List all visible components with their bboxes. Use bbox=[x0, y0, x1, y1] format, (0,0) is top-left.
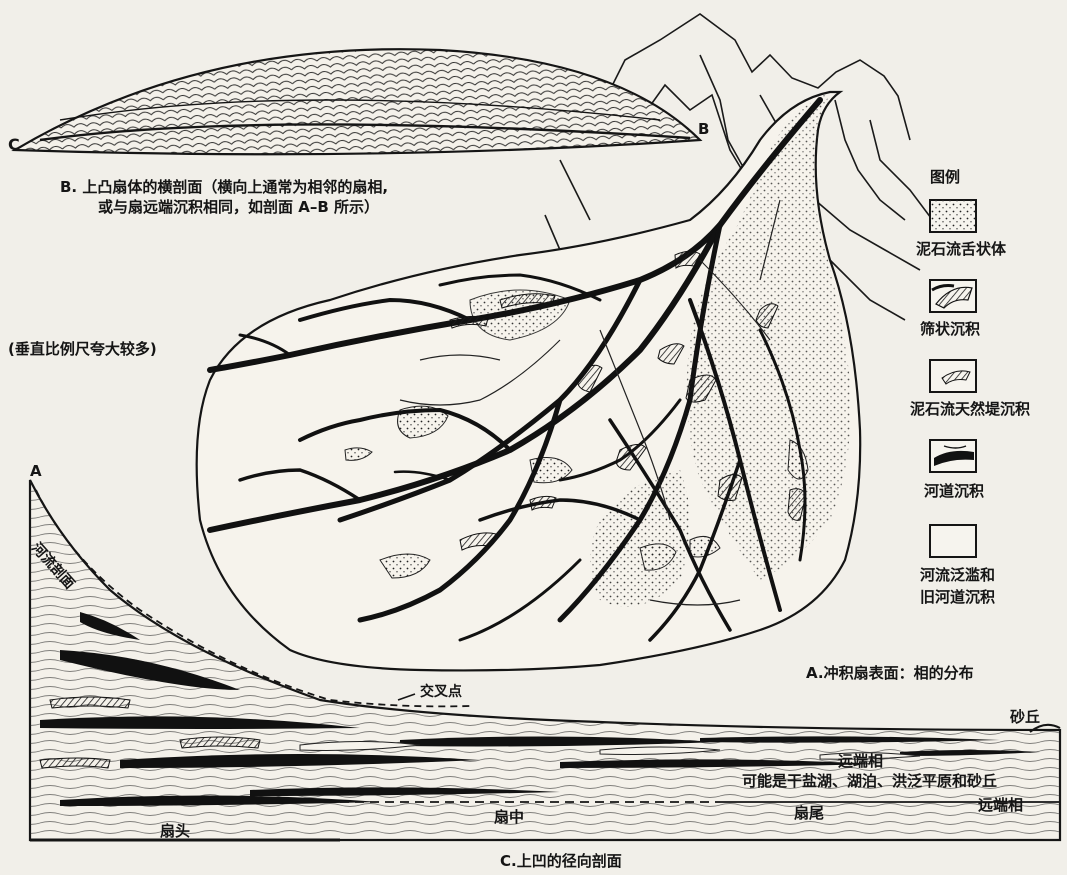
section-b-caption-line1: B. 上凸扇体的横剖面（横向上通常为相邻的扇相, bbox=[60, 178, 388, 196]
legend-title: 图例 bbox=[930, 168, 960, 186]
section-b-right-letter: B bbox=[698, 120, 709, 138]
section-c-caption: C.上凹的径向剖面 bbox=[500, 852, 622, 870]
section-c-letter-a: A bbox=[30, 462, 42, 480]
intersection-label: 交叉点 bbox=[420, 684, 462, 701]
section-b-cross-section bbox=[15, 49, 700, 154]
distal-facies-label-bottom: 远端相 bbox=[978, 796, 1023, 814]
distal-facies-label-top: 远端相 bbox=[838, 752, 883, 770]
legend-label-channel-deposit: 河道沉积 bbox=[924, 482, 984, 500]
mid-fan-label: 扇中 bbox=[494, 808, 524, 826]
possible-settings-label: 可能是干盐湖、湖泊、洪泛平原和砂丘 bbox=[742, 772, 997, 790]
section-a-caption: A.冲积扇表面：相的分布 bbox=[806, 664, 974, 682]
fan-head-label: 扇头 bbox=[160, 822, 190, 840]
legend-label-levee-deposit: 泥石流天然堤沉积 bbox=[910, 400, 1030, 418]
section-b-left-letter: C bbox=[8, 135, 20, 154]
legend-label-sieve-deposit: 筛状沉积 bbox=[920, 320, 980, 338]
legend-label-debris-flow-lobe: 泥石流舌状体 bbox=[916, 240, 1006, 258]
section-b-caption-line2: 或与扇远端沉积相同，如剖面 A–B 所示） bbox=[98, 198, 379, 216]
legend-swatch-blank bbox=[930, 525, 976, 557]
legend-label-overbank-line2: 旧河道沉积 bbox=[920, 588, 995, 606]
dune-label: 砂丘 bbox=[1010, 708, 1040, 726]
fan-tail-label: 扇尾 bbox=[794, 804, 824, 822]
legend-label-overbank-line1: 河流泛滥和 bbox=[920, 566, 995, 584]
vertical-scale-note: (垂直比例尺夸大较多) bbox=[8, 340, 157, 358]
